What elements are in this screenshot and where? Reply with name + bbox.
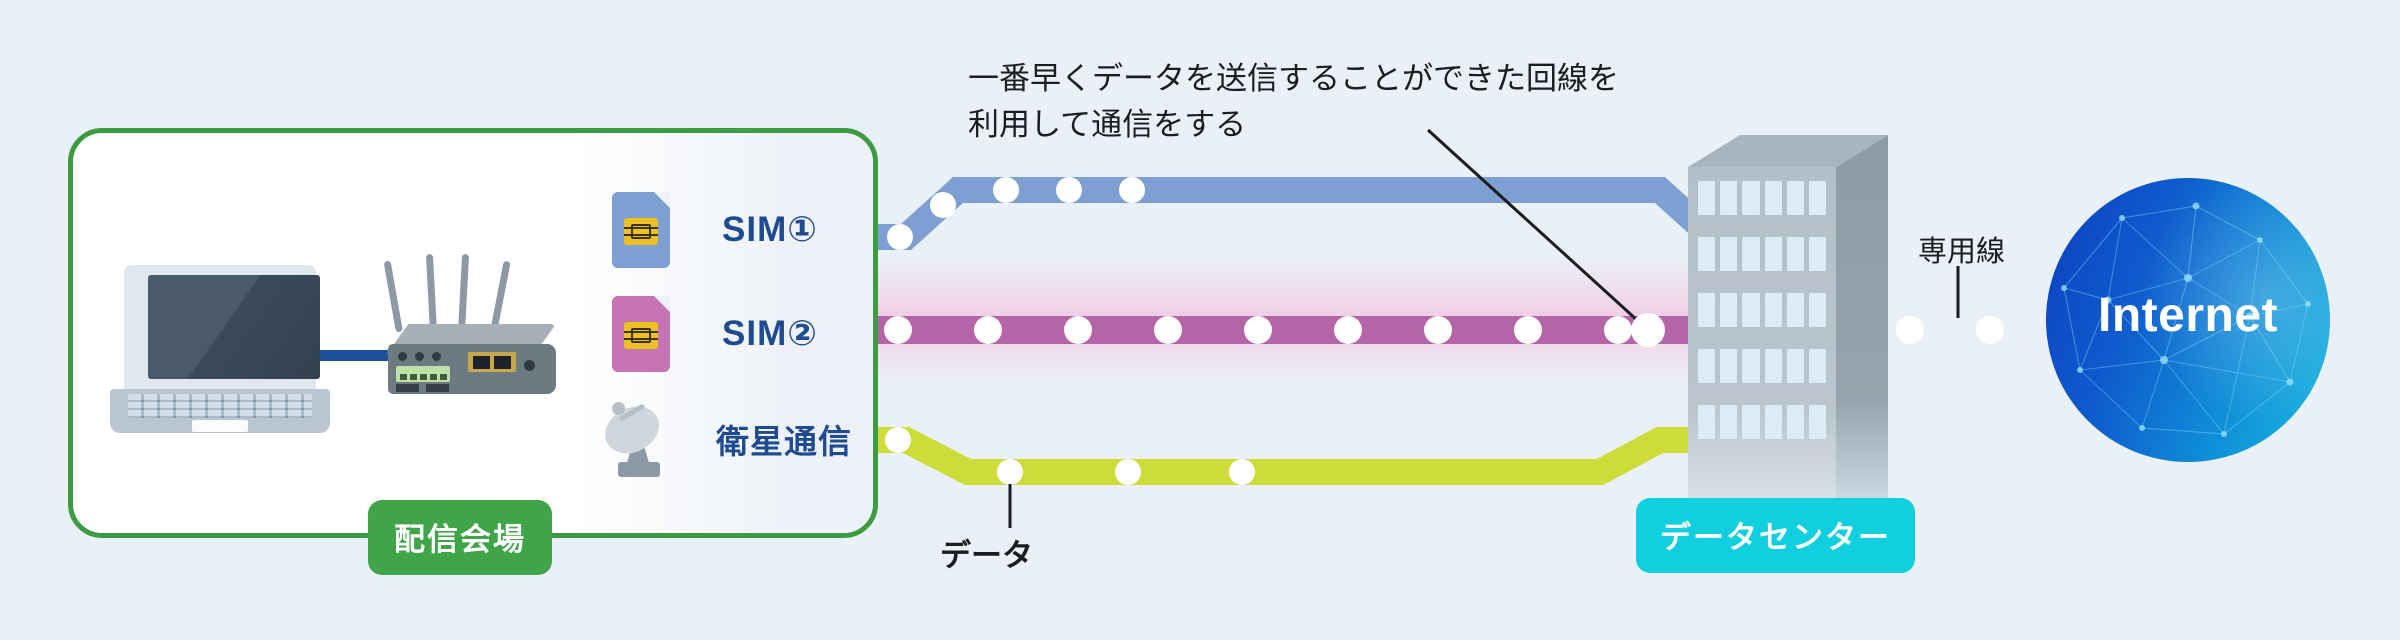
laptop-icon <box>110 265 330 435</box>
sim-card-icon <box>612 296 670 372</box>
sim-card-icon <box>612 192 670 268</box>
network-mesh-icon <box>2061 202 2311 437</box>
internet-label: Internet <box>2097 289 2278 342</box>
connection-label-sim2: SIM② <box>722 314 818 353</box>
dish-feed-horn <box>612 402 625 415</box>
building-window-row <box>1698 293 1827 327</box>
datacenter-badge: データセンター <box>1636 498 1915 573</box>
router-terminal-block <box>396 366 450 382</box>
sim-chip-icon <box>624 218 658 245</box>
connection-item-sim2[interactable]: SIM② <box>612 296 818 372</box>
data-annotation-text: データ <box>940 538 1033 573</box>
satellite-packets <box>885 427 1255 485</box>
router-leds <box>398 352 441 361</box>
building-front-wall <box>1688 167 1836 505</box>
router-icon <box>372 252 562 402</box>
dish-reflector <box>596 397 668 463</box>
satellite-path <box>820 427 1760 485</box>
sim1-packets <box>887 177 1145 250</box>
building-side-wall <box>1836 135 1888 505</box>
router-antenna-icon <box>490 260 511 333</box>
router-knob <box>524 360 535 371</box>
connection-label-satellite: 衛星通信 <box>716 423 852 460</box>
sim2-packets <box>884 316 1632 344</box>
main-annotation-text: 一番早くデータを送信することができた回線を 利用して通信をする <box>968 61 1619 142</box>
sim1-path <box>820 177 1760 250</box>
laptop-lid <box>124 265 320 390</box>
router-ethernet-ports <box>468 352 516 372</box>
building-window-row <box>1698 237 1827 271</box>
laptop-keyboard <box>128 394 312 418</box>
building-window-row <box>1698 349 1827 383</box>
router-antenna-icon <box>458 253 470 333</box>
router-antenna-icon <box>425 253 437 333</box>
venue-badge: 配信会場 <box>368 500 552 575</box>
connection-item-sim1[interactable]: SIM① <box>612 192 818 268</box>
highlighted-packet <box>1631 313 1665 347</box>
dedicated-line-packets <box>1896 316 2004 344</box>
building-window-row <box>1698 181 1827 215</box>
router-antenna-icon <box>383 260 403 333</box>
connection-label-sim1: SIM① <box>722 210 818 249</box>
router-slots <box>396 384 449 392</box>
main-annotation-leader <box>1426 128 1650 332</box>
dish-base <box>618 462 660 477</box>
dedicated-line-label: 専用線 <box>1918 236 2006 268</box>
laptop-trackpad <box>192 420 248 432</box>
ethernet-cable-icon <box>320 350 406 361</box>
sim-chip-icon <box>624 322 658 349</box>
connection-item-satellite[interactable]: 衛星通信 <box>596 397 852 478</box>
satellite-dish-icon <box>596 397 670 478</box>
building-window-row <box>1698 405 1827 439</box>
internet-sphere: Internet <box>2046 178 2330 462</box>
datacenter-building-icon <box>1688 135 1888 505</box>
laptop-screen <box>148 275 320 379</box>
